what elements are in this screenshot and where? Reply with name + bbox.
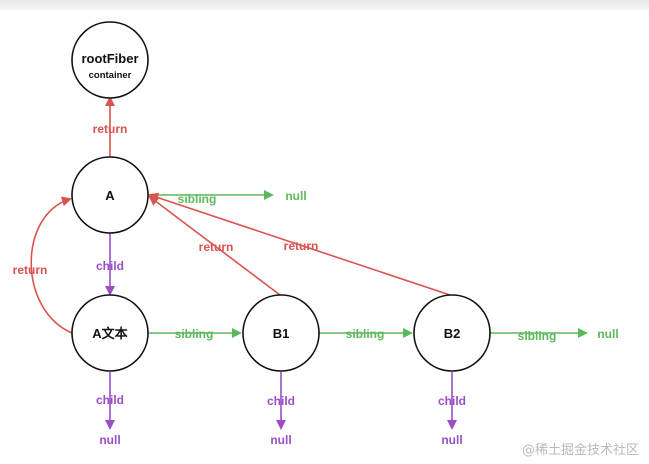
node-rootfiber: rootFiber container [71,21,149,99]
edge-b2-return-a [148,192,451,296]
top-band [0,0,649,10]
watermark: @稀土掘金技术社区 [521,443,639,458]
node-atext: A文本 [71,294,149,372]
edge-labels: return sibling null child return return … [13,122,619,447]
label-a-child: child [96,259,124,273]
node-a-title: A [105,188,115,203]
node-rootfiber-subtitle: container [89,70,132,81]
label-b2-sibling: sibling [518,329,557,343]
label-a-sibling: sibling [178,192,217,206]
node-b2: B2 [413,294,491,372]
label-b2-child-null: null [441,433,462,447]
label-b1-return: return [199,240,234,254]
label-a-sibling-null: null [285,189,306,203]
node-b1-title: B1 [273,326,290,341]
edges [30,96,588,430]
edge-atext-return-a [30,196,73,334]
label-b2-return: return [284,239,319,253]
label-atext-return: return [13,263,48,277]
label-atext-sibling: sibling [175,327,214,341]
edge-b1-return-a [148,195,281,296]
label-b2-child: child [438,394,466,408]
label-b1-child: child [267,394,295,408]
node-b2-title: B2 [444,326,461,341]
node-rootfiber-title: rootFiber [81,51,138,66]
label-b1-child-null: null [270,433,291,447]
label-b1-sibling: sibling [346,327,385,341]
node-atext-title: A文本 [92,326,127,341]
node-b1: B1 [242,294,320,372]
label-atext-child: child [96,393,124,407]
node-a: A [71,156,149,234]
label-b2-sibling-null: null [597,327,618,341]
label-a-return: return [93,122,128,136]
label-atext-child-null: null [99,433,120,447]
